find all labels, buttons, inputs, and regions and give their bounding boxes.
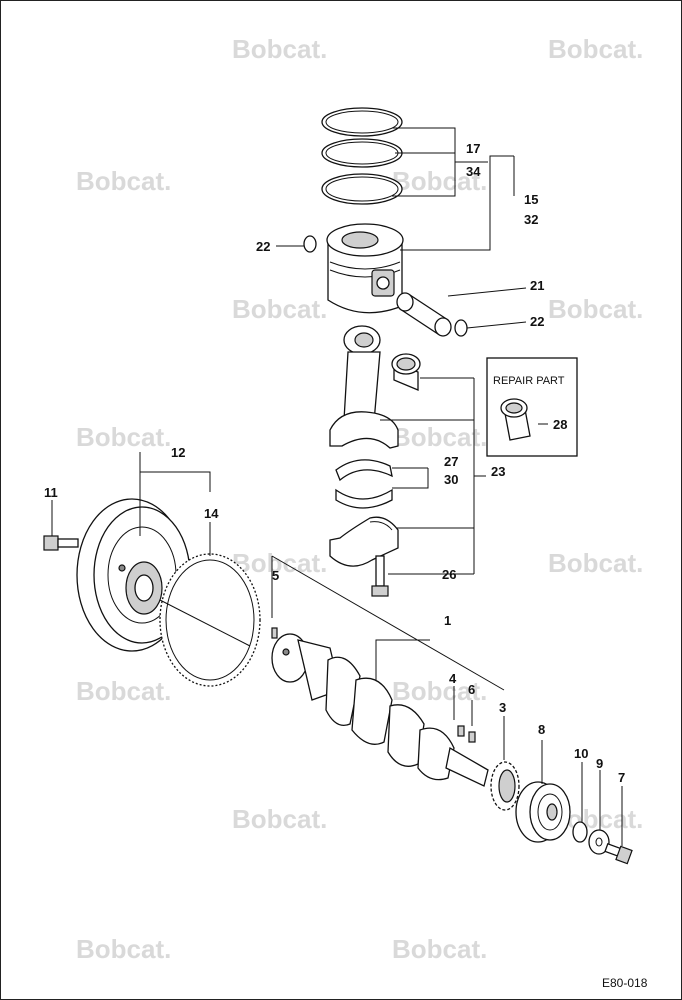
small-end-bushing (391, 353, 421, 391)
piston (326, 223, 404, 314)
svg-text:Bobcat.: Bobcat. (392, 934, 487, 964)
svg-text:Bobcat.: Bobcat. (232, 294, 327, 324)
piston-rings (321, 107, 403, 205)
bearing-shell-lower (335, 488, 393, 509)
watermark: Bobcat. (548, 34, 643, 64)
callout-12: 12 (171, 445, 185, 460)
svg-text:Bobcat.: Bobcat. (392, 422, 487, 452)
watermark: Bobcat. (392, 676, 487, 706)
watermark: Bobcat. (548, 294, 643, 324)
svg-text:Bobcat.: Bobcat. (76, 422, 171, 452)
callout-4: 4 (449, 671, 457, 686)
watermark: Bobcat. (548, 548, 643, 578)
callout-34: 34 (466, 164, 481, 179)
svg-text:Bobcat.: Bobcat. (232, 548, 327, 578)
watermark-layer: Bobcat. Bobcat. Bobcat. Bobcat. Bobcat. … (76, 34, 643, 964)
flywheel-bolt (43, 535, 79, 551)
watermark: Bobcat. (392, 422, 487, 452)
crank-pulley (515, 781, 571, 843)
callout-30: 30 (444, 472, 458, 487)
watermark: Bobcat. (232, 34, 327, 64)
callout-26: 26 (442, 567, 456, 582)
svg-text:Bobcat.: Bobcat. (76, 934, 171, 964)
svg-text:Bobcat.: Bobcat. (548, 294, 643, 324)
leader-lines (51, 127, 623, 846)
callout-32: 32 (524, 212, 538, 227)
watermark: Bobcat. (232, 294, 327, 324)
rod-cap (329, 516, 399, 567)
watermark: Bobcat. (232, 548, 327, 578)
callout-6: 6 (468, 682, 475, 697)
crankshaft (271, 633, 489, 787)
snap-ring-left (303, 235, 317, 253)
svg-text:Bobcat.: Bobcat. (548, 34, 643, 64)
crank-gear (490, 761, 520, 811)
callout-7: 7 (618, 770, 625, 785)
callout-28: 28 (553, 417, 567, 432)
watermark: Bobcat. (76, 934, 171, 964)
callout-23: 23 (491, 464, 505, 479)
watermark: Bobcat. (392, 934, 487, 964)
callout-27: 27 (444, 454, 458, 469)
callout-1: 1 (444, 613, 451, 628)
callout-21: 21 (530, 278, 544, 293)
ring-gear (159, 553, 261, 687)
bearing-shell-upper (335, 459, 393, 482)
key-4 (457, 725, 465, 737)
snap-ring-right (454, 319, 468, 337)
callout-15: 15 (524, 192, 538, 207)
washer (588, 829, 610, 855)
piston-pin (396, 292, 452, 337)
svg-text:Bobcat.: Bobcat. (76, 166, 171, 196)
watermark: Bobcat. (76, 166, 171, 196)
svg-text:Bobcat.: Bobcat. (548, 548, 643, 578)
callout-11: 11 (44, 485, 58, 500)
callout-14: 14 (204, 506, 219, 521)
callout-10: 10 (574, 746, 588, 761)
callout-3: 3 (499, 700, 506, 715)
watermark: Bobcat. (392, 166, 487, 196)
rod-bolt (371, 555, 389, 597)
watermark: Bobcat. (232, 804, 327, 834)
watermark: Bobcat. (76, 676, 171, 706)
key-6 (468, 731, 476, 743)
svg-text:Bobcat.: Bobcat. (232, 34, 327, 64)
callout-labels: 17 34 15 32 22 21 22 28 27 30 23 26 12 1… (44, 141, 625, 785)
svg-text:Bobcat.: Bobcat. (392, 676, 487, 706)
pulley-bolt (604, 843, 633, 865)
callout-5: 5 (272, 568, 279, 583)
watermark: Bobcat. (76, 422, 171, 452)
svg-text:Bobcat.: Bobcat. (232, 804, 327, 834)
callout-9: 9 (596, 756, 603, 771)
pin-5 (271, 627, 278, 639)
figure-code: E80-018 (602, 976, 648, 990)
callout-8: 8 (538, 722, 545, 737)
callout-17: 17 (466, 141, 480, 156)
repair-part-box: REPAIR PART (486, 357, 578, 457)
callout-22-left: 22 (256, 239, 270, 254)
repair-part-label: REPAIR PART (493, 375, 565, 387)
connecting-rod (329, 325, 399, 449)
o-ring (572, 821, 588, 843)
callout-22-right: 22 (530, 314, 544, 329)
svg-text:Bobcat.: Bobcat. (76, 676, 171, 706)
svg-text:Bobcat.: Bobcat. (392, 166, 487, 196)
